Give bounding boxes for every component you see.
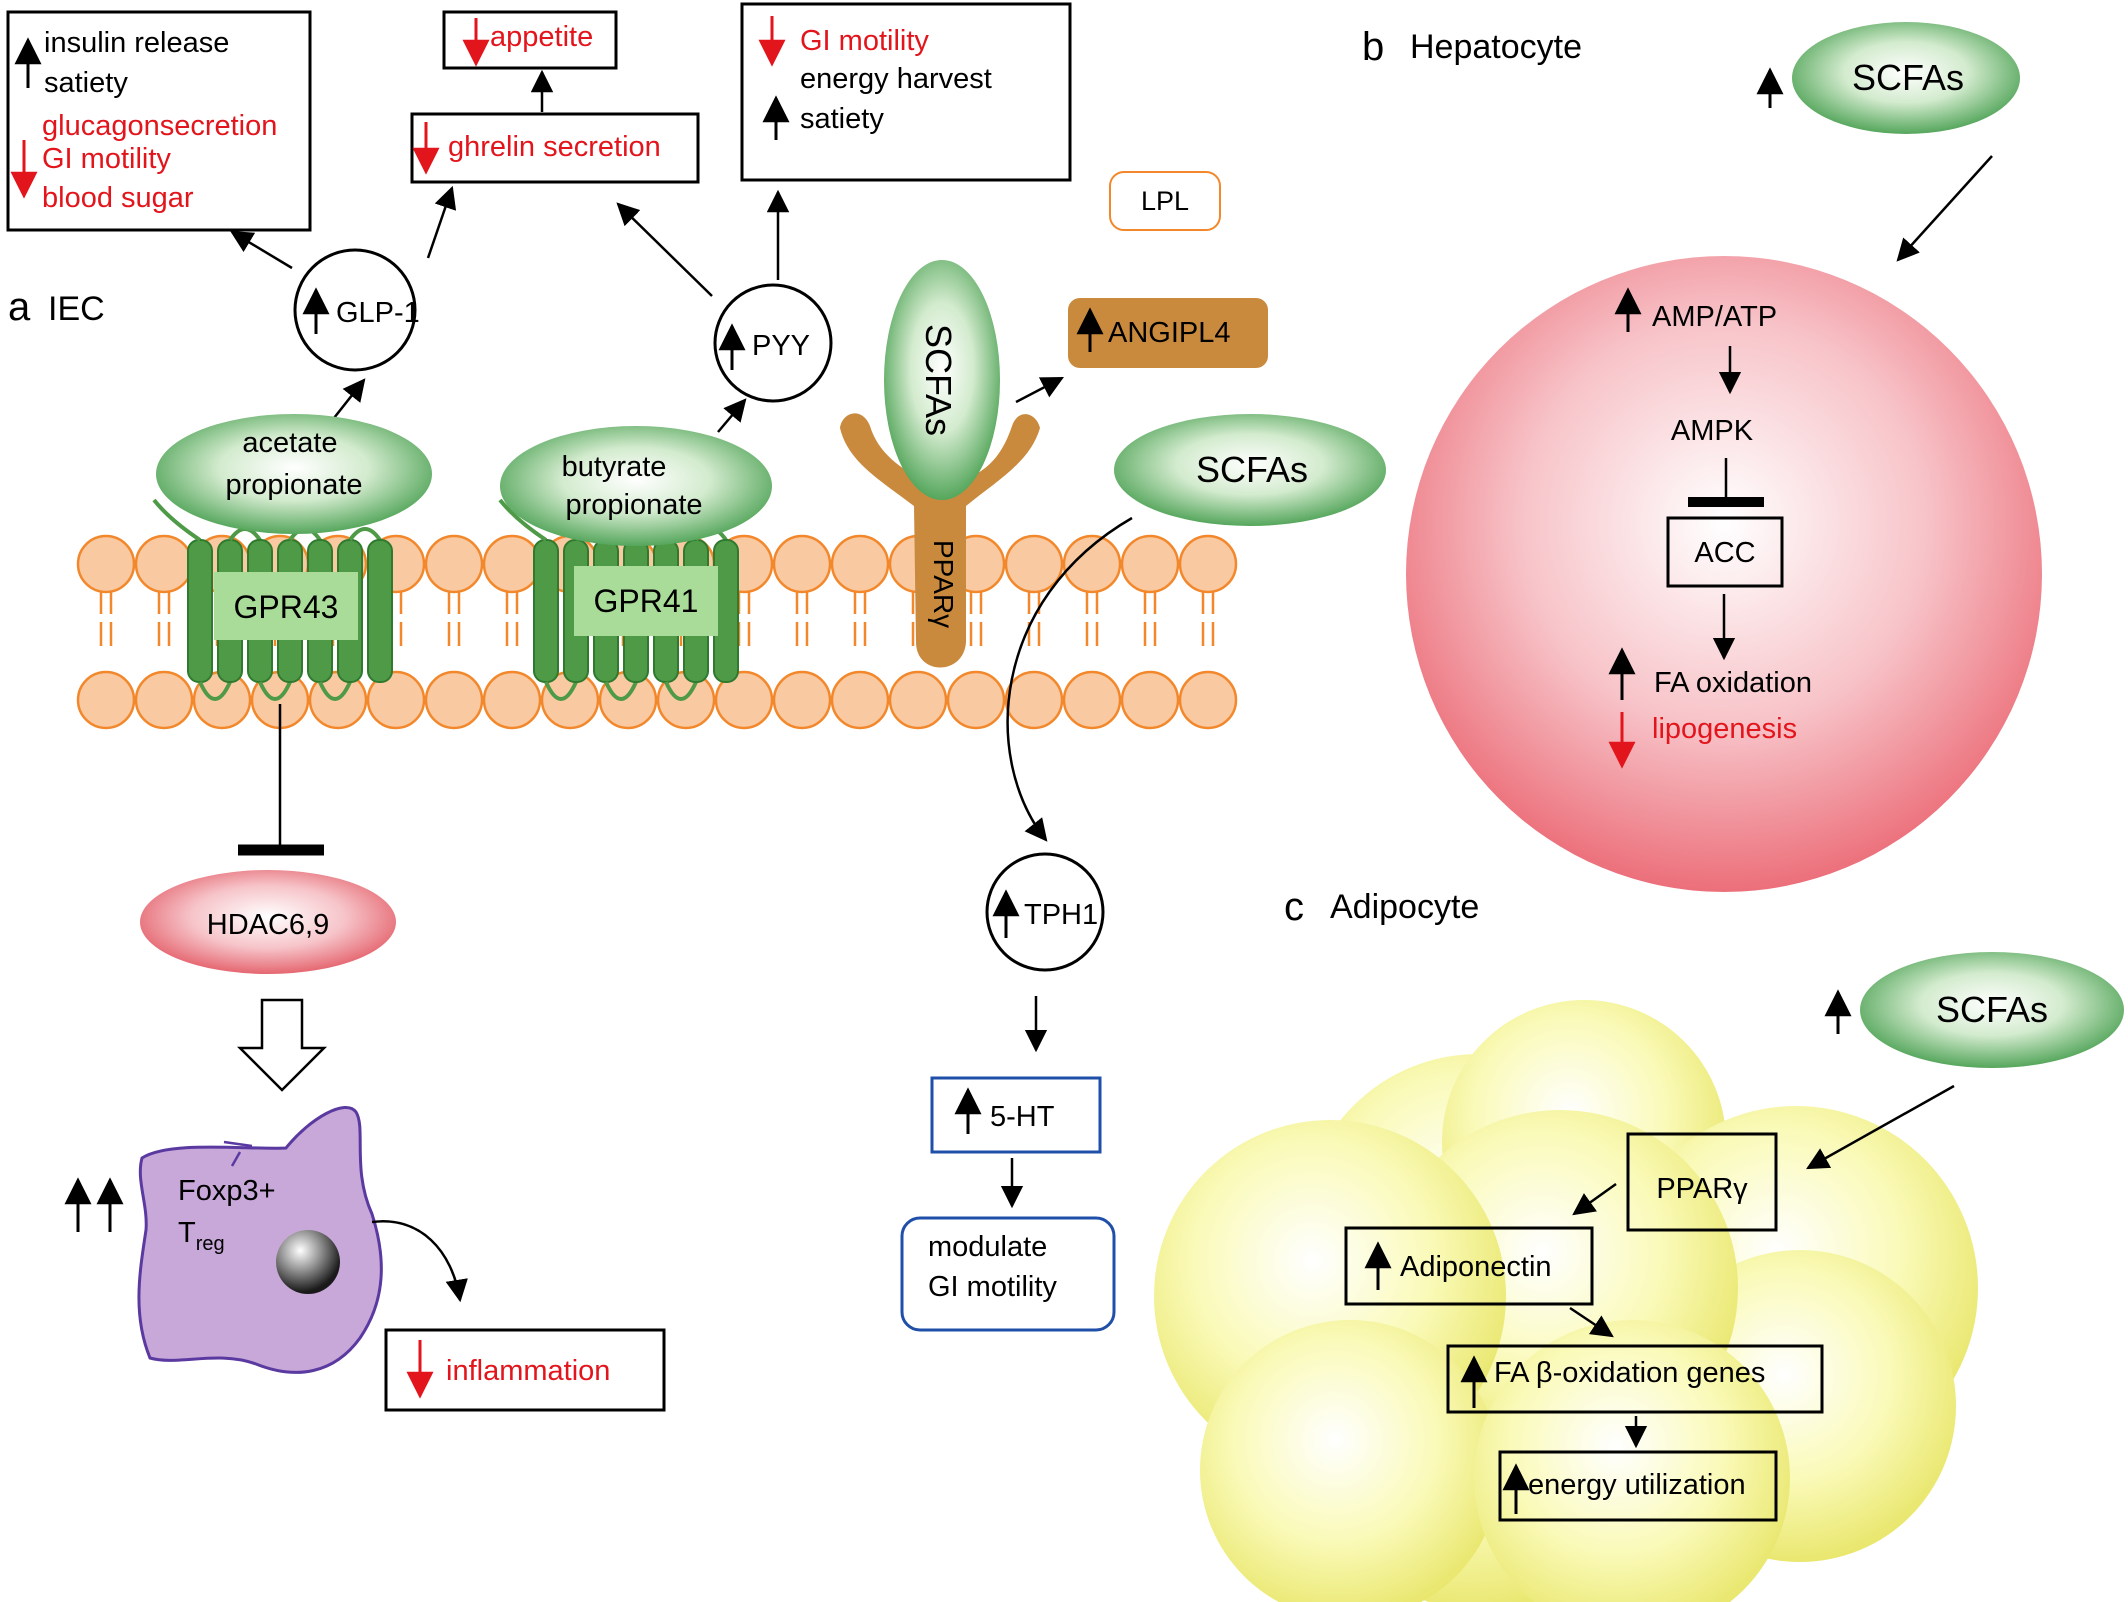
fa-genes-box: FA β-oxidation genes: [1446, 1344, 1824, 1414]
gi-motility-label: GI motility: [928, 1271, 1057, 1303]
hepatocyte-cell: AMP/ATP AMPK ACC FA oxidation lipogenesi…: [1406, 256, 2042, 892]
glp1-node: GLP-1: [293, 248, 420, 372]
scfas-label: SCFAs: [1196, 449, 1308, 490]
insulin-release-label: insulin release: [44, 27, 229, 59]
glp1-label: GLP-1: [336, 297, 420, 329]
butyrate-label: butyrate: [562, 451, 667, 483]
pparg-box: PPARγ: [1626, 1132, 1778, 1232]
angipl4-box: ANGIPL4: [1068, 298, 1268, 368]
gpr43-receptor: GPR43 acetate propionate: [152, 414, 432, 701]
pyy-node: PYY: [713, 283, 833, 403]
adipocyte-scfas: SCFAs: [1860, 952, 2124, 1068]
inflammation-label: inflammation: [446, 1355, 610, 1387]
energy-utilization-label: energy utilization: [1528, 1469, 1746, 1501]
angipl4-label: ANGIPL4: [1108, 317, 1231, 349]
pparg-label: PPARγ: [1656, 1173, 1748, 1205]
ppar-receptor: PPARγ SCFAs: [840, 260, 1040, 668]
propionate-label: propionate: [565, 489, 702, 521]
modulate-gi-box: modulate GI motility: [900, 1216, 1116, 1332]
amp-atp-label: AMP/ATP: [1652, 301, 1777, 333]
acc-box: [1666, 516, 1784, 588]
hdac-label: HDAC6,9: [207, 909, 330, 941]
hdac-node: HDAC6,9: [140, 870, 396, 974]
panel-c: c Adipocyte SCFAs PPARγ Ad: [1154, 885, 2124, 1602]
serotonin-box: 5-HT: [930, 1076, 1102, 1154]
panel-b-letter: b: [1362, 25, 1384, 69]
lpl-label: LPL: [1141, 186, 1189, 216]
satiety-label: satiety: [44, 67, 128, 99]
adiponectin-label: Adiponectin: [1400, 1251, 1552, 1283]
treg-cell: Foxp3+ Treg: [137, 1105, 383, 1374]
gi-motility-label: GI motility: [42, 143, 171, 175]
scfas-free: SCFAs: [1114, 414, 1386, 526]
scfas-label: SCFAs: [1936, 989, 2048, 1030]
adipocyte-cluster: [1154, 1000, 1978, 1602]
gpr41-label: GPR41: [594, 583, 699, 619]
gi-motility-label: GI motility: [800, 25, 929, 57]
down-block-arrow-icon: [236, 998, 328, 1092]
tph1-node: TPH1: [985, 852, 1105, 972]
gi-energy-box: GI motility energy harvest satiety: [740, 2, 1072, 182]
satiety-label: satiety: [800, 103, 884, 135]
inflammation-box: inflammation: [384, 1328, 666, 1412]
lpl-box: LPL: [1109, 171, 1221, 231]
ppar-gamma-label: PPARγ: [928, 540, 959, 628]
fa-oxidation-label: FA oxidation: [1654, 667, 1812, 699]
ampk-label: AMPK: [1671, 415, 1754, 447]
5ht-label: 5-HT: [990, 1101, 1055, 1133]
acetate-label: acetate: [242, 427, 337, 459]
pyy-label: PYY: [752, 330, 810, 362]
tph1-label: TPH1: [1024, 899, 1098, 931]
ghrelin-box: ghrelin secretion: [410, 112, 700, 184]
panel-a: a IEC insulin release satiety glucagonse…: [6, 2, 1386, 1412]
ghrelin-secretion-label: ghrelin secretion: [448, 131, 661, 163]
panel-b-title: Hepatocyte: [1410, 28, 1582, 66]
energy-harvest-label: energy harvest: [800, 63, 992, 95]
nucleus-sphere: [276, 1230, 340, 1294]
panel-c-letter: c: [1284, 885, 1304, 929]
scfas-label: SCFAs: [1852, 57, 1964, 98]
acc-label: ACC: [1694, 537, 1755, 569]
energy-box: energy utilization: [1498, 1450, 1778, 1522]
appetite-box: appetite: [442, 10, 618, 70]
panel-a-letter: a: [8, 285, 31, 329]
appetite-label: appetite: [490, 21, 593, 53]
gpr43-label: GPR43: [234, 589, 339, 625]
panel-b: b Hepatocyte SCFAs AMP/ATP AMPK ACC FA o…: [1362, 22, 2042, 892]
fa-genes-label: FA β-oxidation genes: [1494, 1357, 1765, 1389]
foxp3-label: Foxp3+: [178, 1175, 276, 1207]
hepatocyte-scfas: SCFAs: [1792, 22, 2020, 134]
blood-sugar-label: blood sugar: [42, 182, 194, 214]
treg-label: Treg: [178, 1217, 225, 1255]
adiponectin-box: Adiponectin: [1344, 1226, 1594, 1306]
insulin-effects-box: insulin release satiety glucagonsecretio…: [6, 10, 312, 232]
lipogenesis-label: lipogenesis: [1652, 713, 1797, 745]
gpr41-receptor: GPR41 butyrate propionate: [498, 426, 772, 701]
propionate-label: propionate: [225, 469, 362, 501]
panel-a-title: IEC: [48, 290, 105, 328]
modulate-label: modulate: [928, 1231, 1047, 1263]
scfas-label: SCFAs: [918, 324, 959, 436]
glucagon-secretion-label: glucagonsecretion: [42, 110, 277, 142]
panel-c-title: Adipocyte: [1330, 888, 1479, 926]
